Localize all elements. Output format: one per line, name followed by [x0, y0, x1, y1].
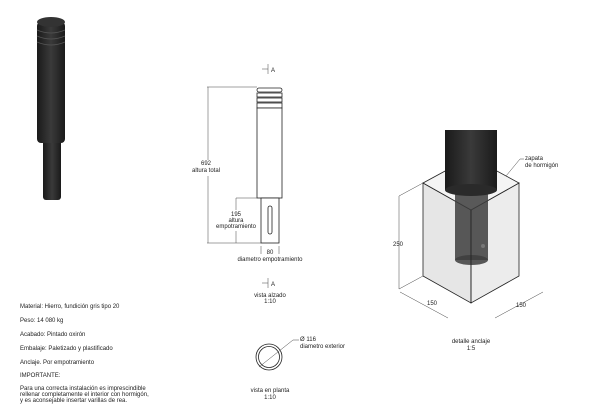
- svg-text:de hormigón: de hormigón: [525, 163, 558, 169]
- spec-anchoring: Anclaje. Por empotramiento: [20, 360, 95, 366]
- plan-scale: 1:10: [264, 395, 276, 401]
- embed-height-value: 195: [231, 212, 242, 218]
- embed-diameter-label: diametro empotramiento: [237, 257, 303, 263]
- important-heading: IMPORTANTE:: [20, 373, 61, 379]
- spec-weight: Peso: 14 080 kg: [20, 318, 63, 324]
- specifications: Material: Hierro, fundición gris tipo 20…: [20, 304, 149, 404]
- spec-packaging: Embalaje: Paletizado y plastificado: [20, 346, 113, 352]
- footing-label: zapata: [525, 156, 544, 162]
- total-height-label: altura total: [192, 168, 220, 174]
- important-line: y es aconsejable insertar varillas de re…: [20, 398, 127, 404]
- bollard-3d-render: [36, 17, 66, 200]
- spec-material: Material: Hierro, fundición gris tipo 20: [20, 304, 120, 310]
- section-mark-top: A: [262, 64, 275, 74]
- elevation-title: vista alzado: [254, 293, 286, 299]
- important-line: Para una correcta instalación es impresc…: [20, 386, 146, 392]
- plan-title: vista en planta: [251, 388, 290, 394]
- elevation-scale: 1:10: [264, 299, 276, 305]
- plan-view: Ø 116 diametro exterior vista en planta …: [251, 337, 345, 401]
- detail-height: 250: [393, 242, 404, 248]
- svg-text:A: A: [271, 68, 275, 74]
- svg-text:A: A: [271, 282, 275, 288]
- spec-finish: Acabado: Pintado oxirón: [20, 332, 85, 338]
- detail-title: detalle anclaje: [452, 339, 491, 345]
- anchoring-detail: 250 150 150 zapata de hormigón detalle a…: [393, 130, 558, 352]
- svg-text:altura: altura: [228, 218, 244, 224]
- detail-scale: 1:5: [467, 346, 476, 352]
- svg-text:empotramiento: empotramiento: [216, 224, 257, 230]
- elevation-view: A 692 altura total 195 altura empotramie…: [192, 64, 303, 305]
- outer-diameter-value: Ø 116: [300, 337, 317, 343]
- important-line: rellenar completamente el interior con h…: [20, 392, 149, 398]
- outer-diameter-label: diametro exterior: [300, 344, 345, 350]
- total-height-value: 692: [201, 161, 212, 167]
- embed-diameter-value: 80: [267, 250, 274, 256]
- section-mark-bottom: A: [262, 278, 275, 288]
- detail-width-left: 150: [427, 301, 438, 307]
- detail-width-right: 150: [516, 303, 527, 309]
